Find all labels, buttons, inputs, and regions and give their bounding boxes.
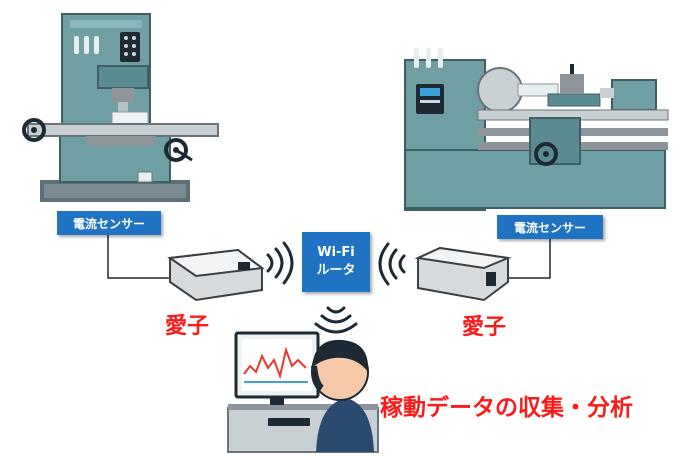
sensor-cables [107, 235, 551, 279]
device-name-left: 愛子 [165, 313, 210, 339]
wifi-router-box: Wi-Fi ルータ [302, 232, 370, 292]
wifi-signal-icon [266, 241, 406, 334]
analysis-caption: 稼動データの収集・分析 [380, 394, 633, 421]
lathe-machine [404, 48, 669, 211]
current-sensor-label-left: 電流センサー [57, 211, 161, 235]
sensor-device-left [167, 248, 265, 302]
person-operator [311, 339, 374, 452]
sensor-device-right [414, 246, 512, 302]
current-sensor-label-right: 電流センサー [497, 215, 603, 239]
router-line-2: ルータ [316, 263, 356, 278]
milling-machine [22, 13, 219, 202]
router-line-1: Wi-Fi [317, 245, 355, 260]
device-name-right: 愛子 [462, 314, 507, 340]
pc-workstation [227, 331, 379, 453]
